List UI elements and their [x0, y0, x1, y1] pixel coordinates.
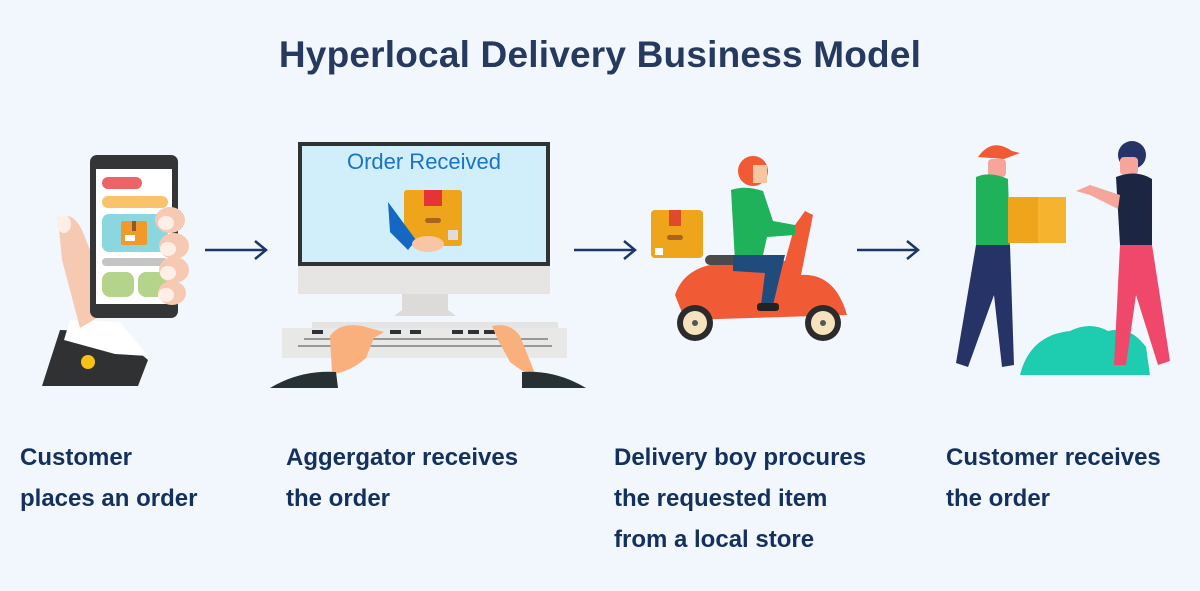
arrow-right-icon	[855, 238, 921, 262]
caption-line: places an order	[20, 485, 198, 512]
caption-line: the order	[286, 485, 391, 512]
step-1-caption: Customer places an order	[20, 437, 197, 519]
arrow-right-icon	[203, 238, 269, 262]
caption-line: Customer receives	[946, 444, 1161, 471]
delivery-scooter-icon	[645, 155, 860, 350]
step-2-caption: Aggergator receives the order	[286, 437, 518, 519]
step-4-caption: Customer receives the order	[946, 437, 1161, 519]
package-handover-icon	[940, 135, 1190, 385]
caption-line: Customer	[20, 444, 133, 471]
caption-line: Aggergator receives	[286, 444, 519, 471]
screen-title: Order Received	[346, 149, 502, 174]
page-title: Hyperlocal Delivery Business Model	[278, 34, 922, 75]
arrow-right-icon	[572, 238, 638, 262]
caption-line: the order	[946, 485, 1051, 512]
caption-line: the requested item	[614, 485, 828, 512]
phone-in-hand-icon	[40, 150, 190, 390]
caption-line: Delivery boy procures	[614, 444, 867, 471]
caption-line: from a local store	[614, 526, 815, 553]
step-3-caption: Delivery boy procures the requested item…	[614, 437, 866, 560]
computer-order-received-icon: Order Received	[270, 140, 590, 390]
